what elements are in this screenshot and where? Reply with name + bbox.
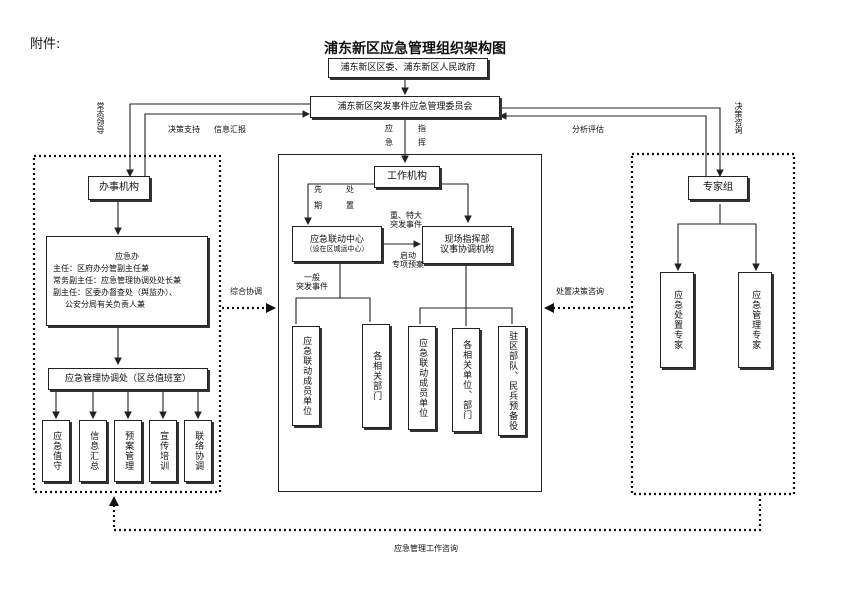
linkage-center-node: 应急联动中心 （设在区城运中心） bbox=[292, 226, 382, 262]
label-disposal-consult: 处置决策咨询 bbox=[556, 287, 604, 296]
duty-node: 预案管理 bbox=[114, 420, 142, 482]
label-command-1: 应 bbox=[385, 124, 393, 133]
linkage-center-note: （设在区城运中心） bbox=[305, 245, 369, 254]
label-command-4: 挥 bbox=[418, 138, 426, 147]
label-first-2: 期 bbox=[314, 201, 322, 210]
label-start-plan: 启动 专项预案 bbox=[392, 251, 424, 269]
label-analysis: 分析评估 bbox=[572, 125, 604, 134]
coord-office-node: 应急管理协调处（区总值班室） bbox=[48, 368, 208, 390]
emergency-office-line: 公安分局有关负责人兼 bbox=[65, 300, 145, 309]
label-first-3: 处 bbox=[346, 185, 354, 194]
unit-node: 驻区部队、民兵预备役 bbox=[498, 326, 526, 436]
label-general-events: 一般 突发事件 bbox=[296, 273, 328, 291]
duty-node: 应急值守 bbox=[42, 420, 70, 482]
committee-node: 浦东新区突发事件应急管理委员会 bbox=[310, 96, 500, 118]
work-frame bbox=[278, 154, 542, 492]
expert-group-node: 应急管理专家 bbox=[738, 272, 772, 368]
office-node: 办事机构 bbox=[88, 176, 150, 200]
label-first-1: 先 bbox=[314, 185, 322, 194]
linkage-center-title: 应急联动中心 bbox=[309, 234, 364, 245]
unit-node: 应急联动成员单位 bbox=[292, 326, 320, 426]
label-command-2: 急 bbox=[385, 138, 393, 147]
emergency-office-node: 应急办 主任：区府办分管副主任兼 常务副主任：应急管理协调处处长兼 副主任：区委… bbox=[46, 236, 208, 326]
label-first-4: 置 bbox=[346, 201, 354, 210]
emergency-office-line: 常务副主任：应急管理协调处处长兼 bbox=[53, 276, 181, 285]
unit-node: 各相关单位、部门 bbox=[452, 328, 480, 432]
label-info-report: 信息汇报 bbox=[214, 125, 246, 134]
field-command-node: 现场指挥部 议事协调机构 bbox=[422, 226, 512, 264]
label-work-consult: 应急管理工作咨询 bbox=[394, 544, 458, 553]
label-coordination: 综合协调 bbox=[230, 287, 262, 296]
label-decision-support: 决策支持 bbox=[168, 125, 200, 134]
label-decision-consult: 决策咨询 bbox=[734, 102, 743, 134]
unit-node: 应急联动成员单位 bbox=[408, 326, 436, 430]
work-node: 工作机构 bbox=[374, 166, 440, 188]
label-major-events: 重、特大 突发事件 bbox=[390, 211, 422, 229]
duty-node: 信息汇总 bbox=[79, 420, 107, 482]
emergency-office-line: 副主任：区委办督查处（舆监办）、 bbox=[53, 288, 177, 297]
attachment-label: 附件: bbox=[30, 37, 61, 52]
label-command-3: 指 bbox=[418, 124, 426, 133]
diagram-title: 浦东新区应急管理组织架构图 bbox=[324, 41, 506, 57]
duty-node: 联络协调 bbox=[184, 420, 212, 482]
label-routine-lead: 常态领导 bbox=[96, 102, 105, 134]
experts-node: 专家组 bbox=[688, 176, 748, 200]
expert-group-node: 应急处置专家 bbox=[660, 272, 694, 368]
emergency-office-line: 主任：区府办分管副主任兼 bbox=[53, 264, 149, 273]
emergency-office-title: 应急办 bbox=[115, 252, 139, 261]
gov-node: 浦东新区区委、浦东新区人民政府 bbox=[328, 58, 488, 78]
unit-node: 各相关部门 bbox=[362, 324, 390, 428]
duty-node: 宣传培训 bbox=[149, 420, 177, 482]
